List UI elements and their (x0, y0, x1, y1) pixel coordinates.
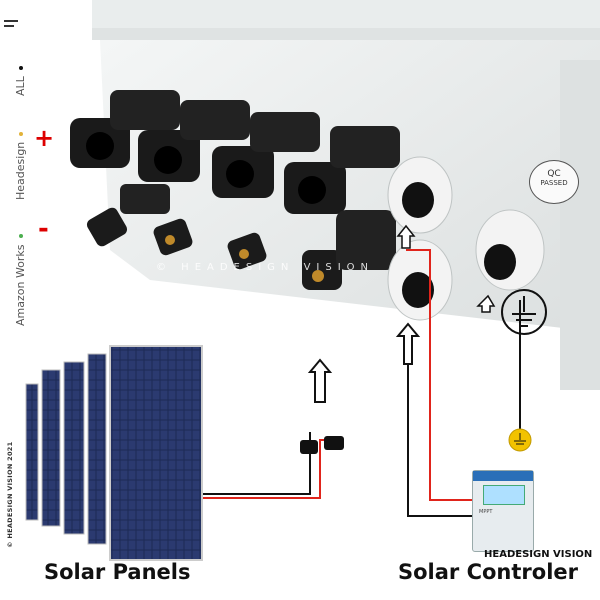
sidebar-item-all[interactable]: ALL (14, 66, 27, 96)
solar-panels-caption: Solar Panels (44, 560, 190, 584)
sidebar-item-label: ALL (14, 76, 27, 96)
copyright-text: © HEADESIGN VISION 2021 (6, 442, 14, 548)
ground-marker (509, 429, 531, 451)
positive-sign: + (34, 124, 54, 152)
sidebar-item-headesign[interactable]: Headesign (14, 132, 27, 200)
dot-icon (19, 234, 23, 238)
brand-logo-text: HEADESIGN VISION (484, 549, 592, 560)
sidebar-item-label: Headesign (14, 142, 27, 200)
dot-icon (19, 66, 23, 70)
dot-icon (19, 132, 23, 136)
solar-panels (26, 346, 202, 560)
solar-controller-caption: Solar Controler (398, 560, 578, 584)
watermark: © HEADESIGN VISION (156, 262, 374, 273)
arrow-up-icon (310, 360, 330, 402)
arrow-up-icon (398, 324, 418, 364)
solar-controller-device: MPPT (472, 470, 534, 552)
sidebar-nav: ALL Headesign Amazon Works (0, 40, 28, 360)
controller-screen (483, 485, 525, 505)
qc-passed-label: PASSED (530, 179, 578, 187)
qc-label: QC (530, 169, 578, 179)
sidebar-item-amazon-works[interactable]: Amazon Works (14, 234, 27, 326)
qc-passed-sticker: QC PASSED (529, 160, 579, 204)
sidebar-item-label: Amazon Works (14, 244, 27, 326)
negative-sign: - (38, 214, 49, 244)
controller-top-strip (473, 471, 533, 481)
menu-icon[interactable] (4, 20, 18, 28)
mc4-connector-icon (300, 436, 344, 454)
controller-label: MPPT (479, 509, 492, 515)
